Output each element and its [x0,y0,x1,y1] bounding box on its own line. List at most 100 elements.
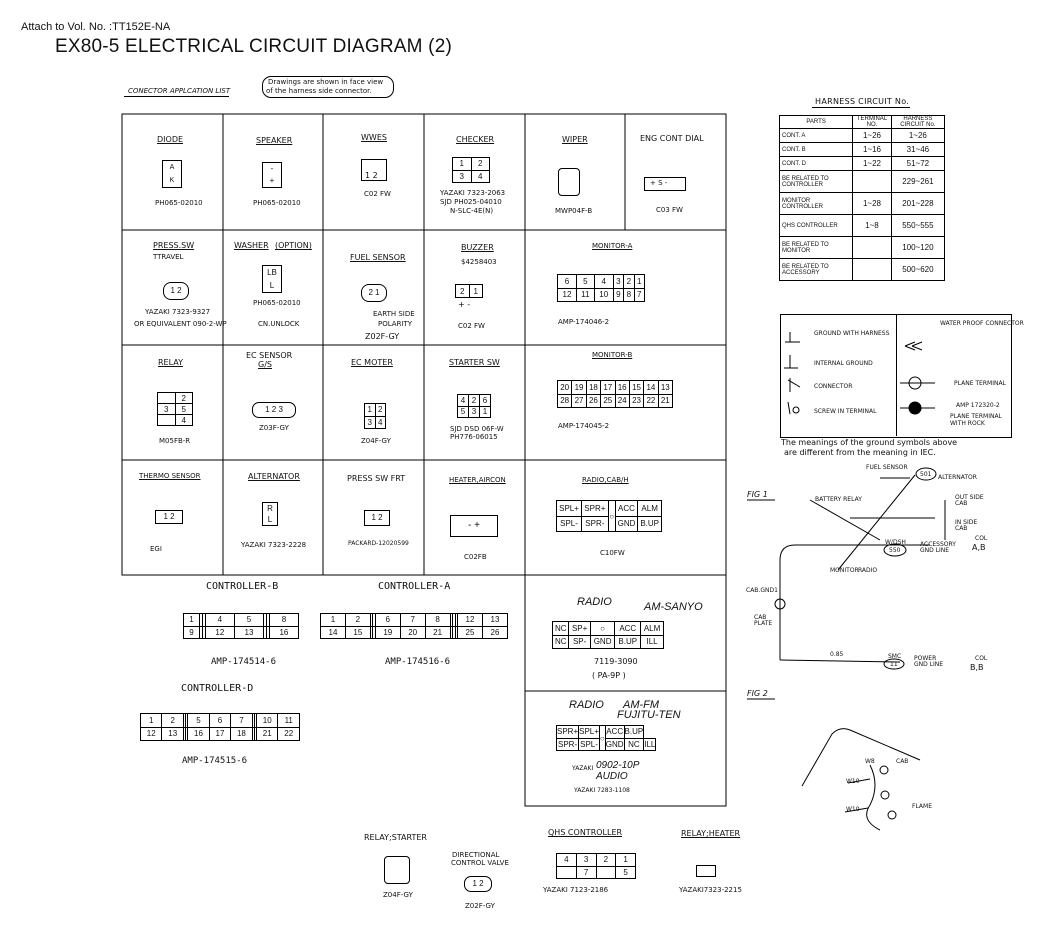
harness-row: BE RELATED TO ACCESSORY 500~620 [778,258,946,281]
speaker-label: SPEAKER [256,136,293,145]
radio1-part-2: ( PA-9P ) [592,671,626,680]
dcv-label-1: DIRECTIONAL [452,851,500,859]
harness-cell: BE RELATED TO ACCESSORY [778,258,854,281]
list-caption: CONECTOR APPLCATION LIST [128,87,231,95]
fig2-label: FIG 2 [747,689,768,698]
starter-part-2: PH776-06015 [450,433,498,441]
radio1-label: RADIO [577,596,612,608]
fig1-bb: B,B [970,663,984,672]
ecmoter-label: EC MOTER [351,358,393,367]
engcont-label: ENG CONT DIAL [640,134,704,143]
checker-part-1: YAZAKI 7323-2063 [440,189,506,197]
legend-connector: CONNECTOR [814,383,853,390]
radio2-part-2: 0902-10P [596,760,640,771]
legend-divider [896,314,897,436]
washer-part-1: PH065-02010 [253,299,301,307]
fuel-connector: 2 1 [361,284,387,302]
harness-cell: 500~620 [890,258,946,281]
heater-part: C02FB [464,553,487,561]
fig1-label: FIG 1 [747,490,768,499]
buzzer-number: $4258403 [461,258,497,266]
dcv-label-2: CONTROL VALVE [451,859,509,867]
harness-title-underline [812,107,910,108]
starter-part-1: SJD DSD 06F-W [450,425,504,433]
fig1-alt: ALTERNATOR [938,474,977,481]
fig2-cab: CAB [896,758,909,765]
fuel-label: FUEL SENSOR [350,253,406,262]
ecmoter-part: Z04F-GY [361,437,391,445]
washer-label: WASHER [234,241,269,250]
checker-part-3: N-SLC-4E(N) [450,207,494,215]
monitor-a-part: AMP-174046-2 [558,318,610,326]
legend-meaning-1: The meanings of the ground symbols above [781,438,958,447]
ecsensor-part: Z03F-GY [259,424,289,432]
presssw-part: PACKARD-12020599 [348,540,409,547]
press-sub: TTRAVEL [153,253,184,261]
fig1-col: COL [975,535,988,542]
relay-starter-label: RELAY;STARTER [364,833,427,842]
controller-b-part: AMP-174514-6 [211,657,277,667]
attach-reference: Attach to Vol. No. :TT152E-NA [21,21,171,33]
caption-underline [124,96,229,97]
radiocab-label: RADIO,CAB/H [582,476,629,484]
page-title: EX80-5 ELECTRICAL CIRCUIT DIAGRAM (2) [55,36,452,57]
dcv-part: Z02F-GY [465,902,495,910]
note-line-1: Drawings are shown in face view [268,78,384,86]
fig1-power: POWER [914,655,937,662]
fig1-501: 501 [920,471,932,478]
dcv-connector: 1 2 [464,876,492,892]
radio2-part-1: YAZAKI [572,765,594,772]
engcont-pins: + S - [650,179,668,187]
fig2-w8: W8 [865,758,875,765]
fig1-radio: RADIO [858,567,878,574]
press-connector: 1 2 [163,282,189,300]
starter-label: STARTER SW [449,358,500,367]
wiper-connector [558,168,580,196]
engcont-part: C03 FW [656,206,683,214]
fig1-cabplate: CAB PLATE [754,614,773,627]
presssw-label: PRESS SW FRT [347,474,406,483]
radio2-part-3: AUDIO [596,771,628,782]
diode-part: PH065-02010 [155,199,203,207]
controller-b-label: CONTROLLER-B [206,581,279,592]
fig1-col2: COL [975,655,988,662]
thermo-label: THERMO SENSOR [139,472,201,480]
press-label: PRESS.SW [153,241,195,250]
relay-heater-connector [696,865,716,877]
fig1-monitor: MONITOR [830,567,859,574]
controller-d-label: CONTROLLER-D [181,683,254,694]
fig1-cab1: CAB [955,500,968,507]
wiper-part: MWP04F-B [555,207,593,215]
fig1-smc: SMC [888,653,902,660]
wwes-part: C02 FW [364,190,391,198]
fuel-polarity: POLARITY [378,320,413,328]
legend-internal: INTERNAL GROUND [814,360,873,367]
press-part-1: YAZAKI 7323-9327 [145,308,211,316]
relay-part: M05FB-R [159,437,191,445]
radio2-maker-1: AM-FM [623,699,660,711]
fig1-wdsh: W/DSH [885,539,906,546]
alternator-label: ALTERNATOR [248,472,300,481]
monitor-b-part: AMP-174045-2 [558,422,610,430]
relay-starter-part: Z04F-GY [383,891,413,899]
fig1-gndline: GND LINE [920,547,950,554]
thermo-part: EGI [150,545,162,553]
fig1-gndline2: GND LINE [914,661,944,668]
checker-label: CHECKER [456,135,495,144]
radio1-part-1: 7119-3090 [594,657,638,666]
